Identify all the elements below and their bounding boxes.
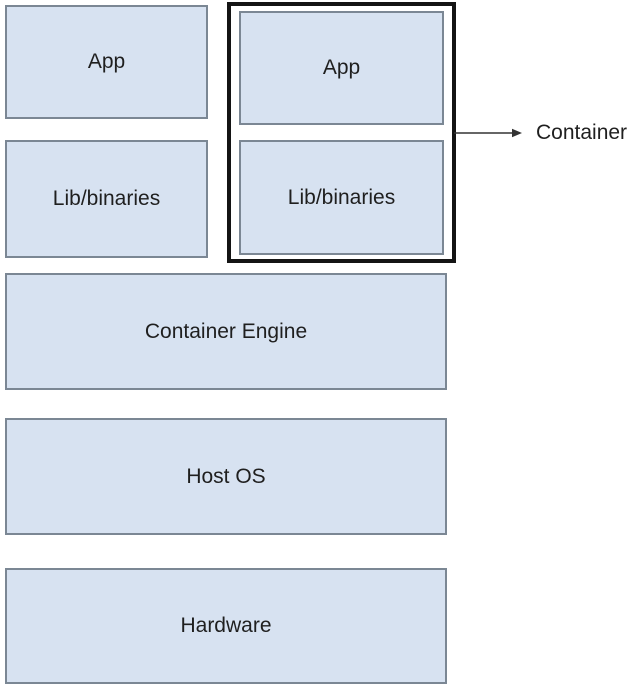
app-box-left: App xyxy=(5,5,208,119)
container-engine-box: Container Engine xyxy=(5,273,447,390)
app-box-container-label: App xyxy=(322,56,361,80)
app-box-container: App xyxy=(239,11,444,125)
container-arrow xyxy=(454,128,522,138)
lib-binaries-box-left-label: Lib/binaries xyxy=(52,187,161,211)
container-engine-label: Container Engine xyxy=(144,319,308,343)
lib-binaries-box-container: Lib/binaries xyxy=(239,140,444,255)
lib-binaries-box-container-label: Lib/binaries xyxy=(287,185,396,209)
lib-binaries-box-left: Lib/binaries xyxy=(5,140,208,258)
hardware-box: Hardware xyxy=(5,568,447,684)
container-label: Container xyxy=(536,121,628,144)
host-os-label: Host OS xyxy=(186,464,266,488)
app-box-left-label: App xyxy=(87,50,126,74)
host-os-box: Host OS xyxy=(5,418,447,535)
hardware-label: Hardware xyxy=(180,614,272,638)
